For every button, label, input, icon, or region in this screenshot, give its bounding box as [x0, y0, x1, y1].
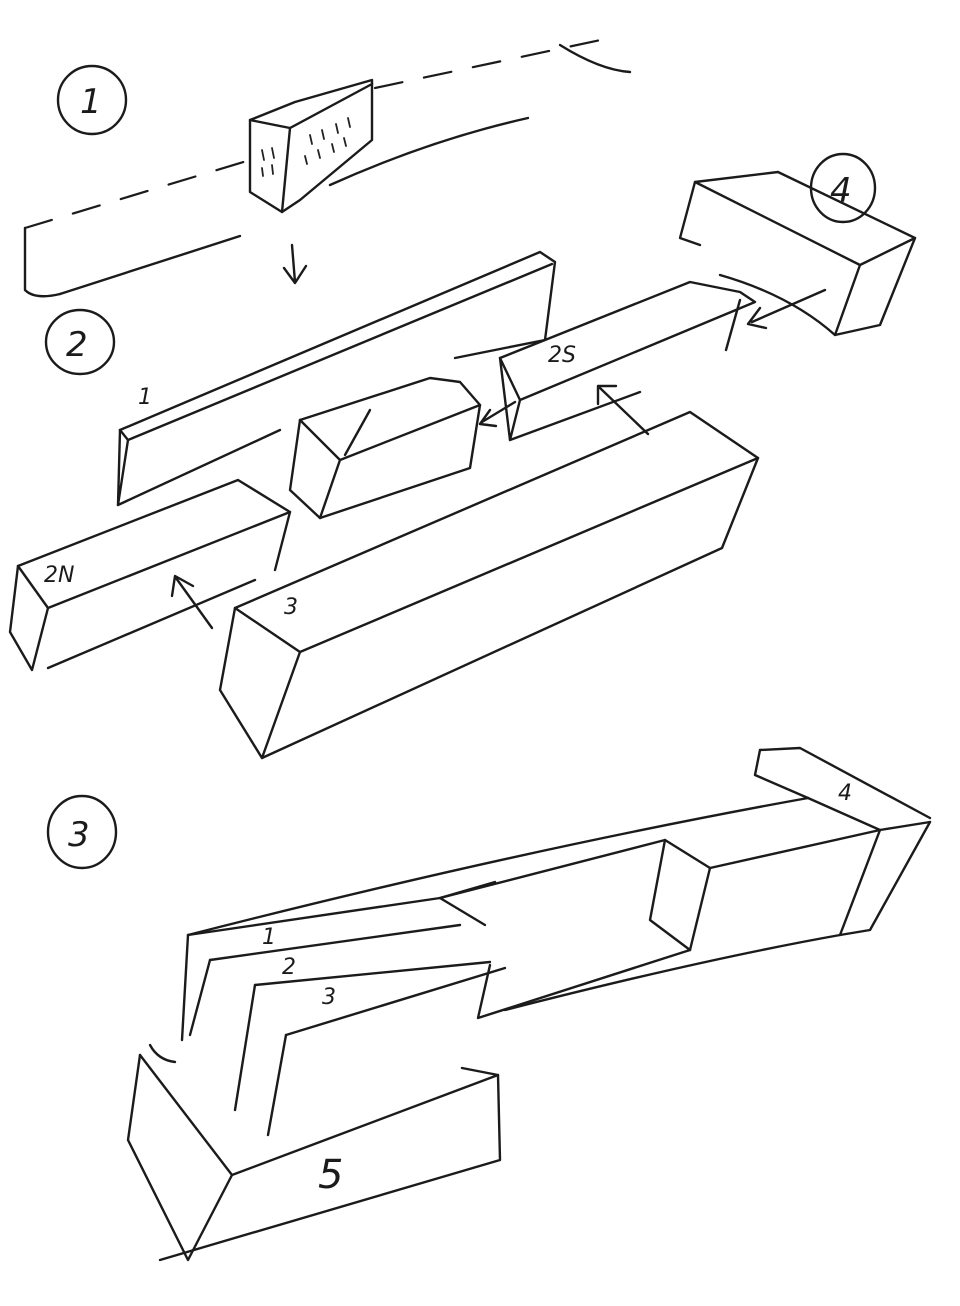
step-3-group: 3 1 2 3 4: [46, 746, 932, 1262]
stack-3-label: 3: [322, 985, 336, 1010]
step-1-number: 1: [80, 82, 102, 122]
assembled-building: 1 2 3 4: [180, 746, 932, 1137]
arrow-down-left-icon: [746, 288, 827, 330]
bar-2N: 2N: [8, 478, 292, 672]
bar-3-label: 3: [284, 595, 298, 620]
bar-1: 1: [116, 250, 557, 507]
small-building-block: [248, 78, 374, 214]
stack-2-label: 2: [282, 955, 296, 980]
bar-1-label: 1: [138, 385, 152, 410]
middle-block: [288, 376, 482, 520]
bar-2S: 2S: [478, 280, 757, 442]
step-4-number: 4: [830, 171, 852, 211]
step-1-circle: [56, 64, 128, 136]
step-4-circle: [809, 152, 877, 224]
step-2-group: 2 1 2S: [8, 152, 917, 760]
block-5: 5: [126, 1043, 502, 1262]
arrow-up-right-icon: [596, 384, 650, 436]
arrow-up-left-icon: [170, 574, 214, 630]
bar-3: 3: [218, 384, 760, 760]
bar-2N-label: 2N: [44, 563, 74, 588]
site-outline: [23, 36, 632, 298]
stack-1-label: 1: [262, 925, 276, 950]
step-3-circle: [46, 794, 118, 870]
step-1-group: 1: [23, 36, 632, 298]
block-4-label: 4: [838, 781, 852, 806]
step-3-number: 3: [68, 815, 90, 855]
step-2-number: 2: [66, 325, 88, 365]
arrow-left-icon: [478, 400, 517, 428]
block-4: 4: [678, 152, 917, 337]
step-2-circle: [44, 308, 116, 376]
arrow-down-icon: [282, 243, 308, 285]
bar-2S-label: 2S: [548, 343, 576, 368]
block-5-label: 5: [318, 1152, 343, 1198]
